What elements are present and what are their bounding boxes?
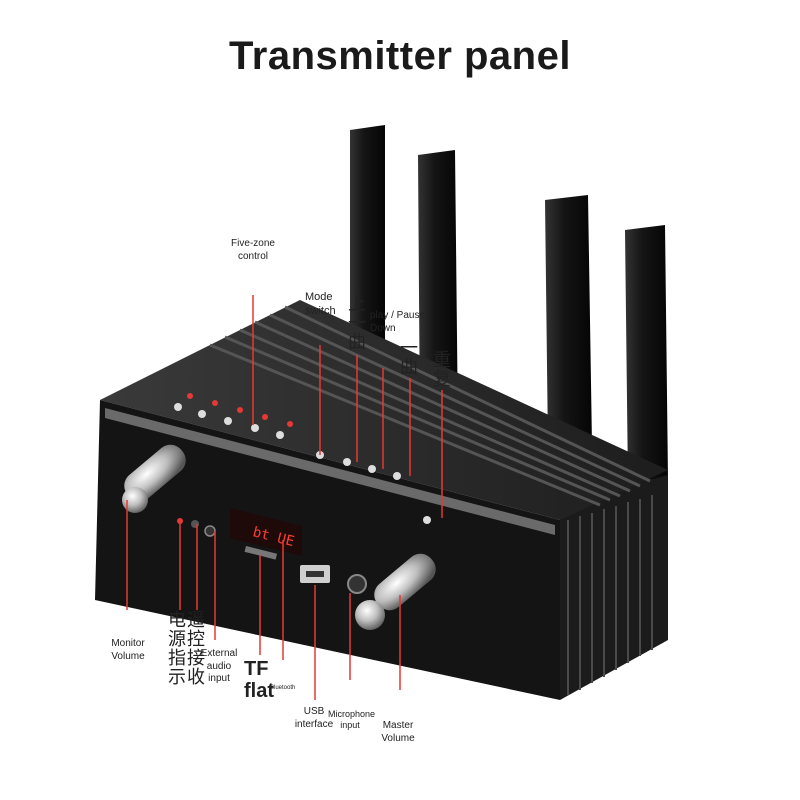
callout-bluetooth: Bluetooth <box>270 685 296 691</box>
antenna-4 <box>625 225 668 485</box>
callout-prev-track: 上一曲 <box>348 294 366 353</box>
led-display-bg <box>230 508 302 556</box>
callout-play-pause-down: play / Pause-Down <box>370 310 429 334</box>
remote-sensor <box>191 520 199 528</box>
front-panel <box>95 400 560 700</box>
callout-monitor-volume: Monitor Volume <box>111 638 145 662</box>
callout-five-zone-control: Five-zone control <box>231 238 275 262</box>
callout-master-volume: Master Volume <box>381 720 415 744</box>
callout-tf-flat: TF flat <box>244 658 274 702</box>
monitor-volume-knob[interactable] <box>119 439 192 513</box>
callout-mode-switch: Mode switch <box>305 291 336 317</box>
callout-remote-receive: 遥控接收 <box>187 610 205 688</box>
master-volume-knob[interactable] <box>355 548 441 630</box>
function-buttons[interactable] <box>316 451 431 524</box>
callout-lines <box>126 295 443 700</box>
callout-microphone-input: Microphone input <box>328 709 376 731</box>
page-title: Transmitter panel <box>229 34 571 78</box>
zone-buttons[interactable] <box>174 393 293 439</box>
callout-next-track: 一曲 <box>400 338 418 378</box>
callout-repeat: 重复 <box>433 350 451 390</box>
tf-card-slot[interactable] <box>244 545 278 560</box>
callout-external-audio-input: External audio input <box>200 648 238 684</box>
microphone-jack[interactable] <box>347 574 367 594</box>
side-fins <box>567 495 653 695</box>
top-fins <box>209 305 651 507</box>
callout-usb-interface: USB interface <box>294 706 334 730</box>
callout-power-indicator: 电源指示 <box>168 610 186 688</box>
antenna-3 <box>545 195 592 448</box>
audio-input-jack[interactable] <box>204 525 216 537</box>
